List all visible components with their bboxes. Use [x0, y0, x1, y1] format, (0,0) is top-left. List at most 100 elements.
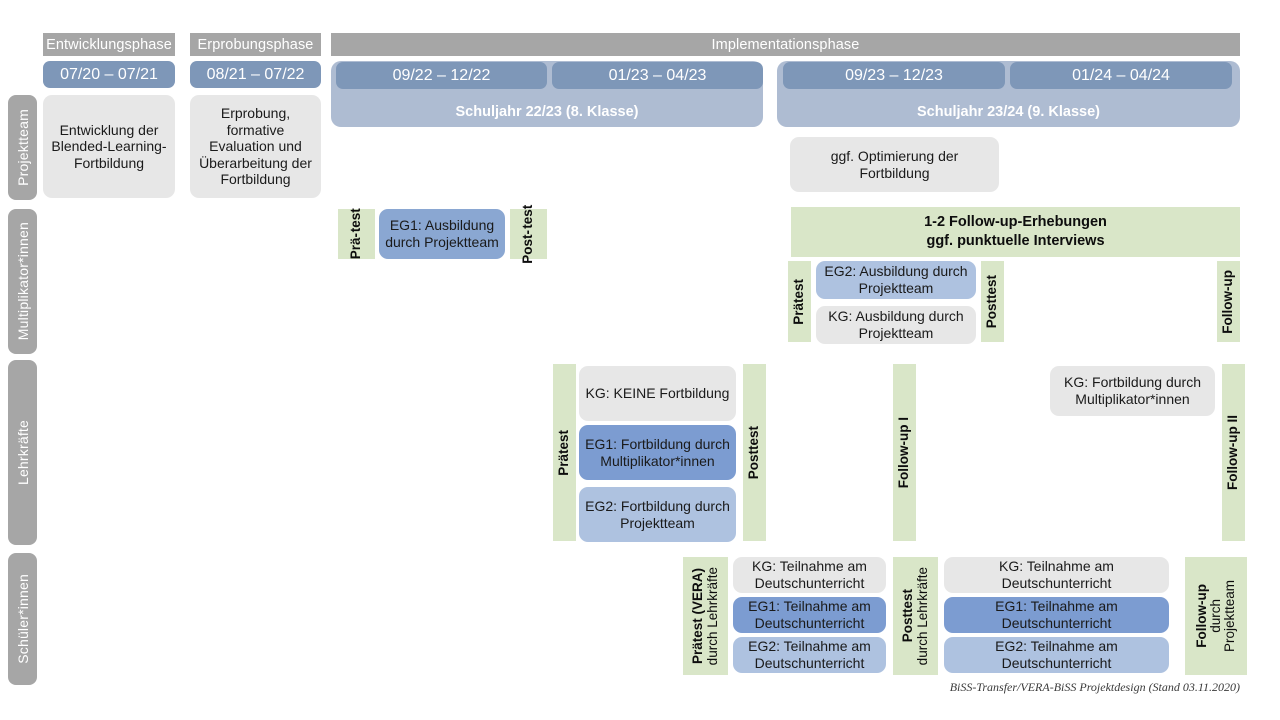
lehrkraefte-followup1-strip: Follow-up I — [893, 364, 916, 541]
card-text: KG: Fortbildung durch Multiplikator*inne… — [1064, 374, 1201, 407]
lehrkraefte-praetest-strip: Prätest — [553, 364, 576, 541]
schueler-card-eg1-b: EG1: Teilnahme am Deutschunterricht — [944, 597, 1169, 633]
multiplikator-praetest-strip: Prä- test — [338, 208, 375, 260]
projektteam-card-optimierung: ggf. Optimierung der Fortbildung — [790, 137, 999, 192]
card-text: EG1: Ausbildung durch Projektteam — [385, 217, 499, 250]
date-label: 07/20 – 07/21 — [60, 65, 158, 83]
multiplikator-card-eg2: EG2: Ausbildung durch Projektteam — [816, 261, 976, 299]
lehrkraefte-followup2-strip: Follow-up II — [1222, 364, 1245, 541]
posttest-main: Posttest — [900, 589, 916, 643]
role-band-schuelerinnen: Schüler*innen — [8, 553, 37, 685]
role-label: Projektteam — [14, 109, 31, 186]
multiplikator-posttest-strip: Post- test — [510, 205, 547, 263]
lehrkraefte-card-kg-fortbildung: KG: Fortbildung durch Multiplikator*inne… — [1050, 366, 1215, 416]
schueler-card-kg-a: KG: Teilnahme am Deutschunterricht — [733, 557, 886, 593]
multiplikator-card-kg: KG: Ausbildung durch Projektteam — [816, 306, 976, 344]
schoolyear-label: Schuljahr 22/23 (8. Klasse) — [455, 104, 639, 120]
role-label: Lehrkräfte — [14, 419, 31, 486]
date-chip-0720-0721: 07/20 – 07/21 — [43, 61, 175, 88]
schoolyear-label: Schuljahr 23/24 (9. Klasse) — [917, 104, 1100, 120]
multiplikator-followup-banner: 1-2 Follow-up-Erhebungen ggf. punktuelle… — [791, 207, 1240, 257]
schueler-card-eg2-a: EG2: Teilnahme am Deutschunterricht — [733, 637, 886, 673]
posttest-vertical-text: Posttest — [900, 589, 916, 643]
posttest-sub-text: durch Lehrkräfte — [914, 566, 930, 666]
banner-line-1: 1-2 Follow-up-Erhebungen — [924, 214, 1107, 231]
followup-main: Follow-up — [1193, 584, 1209, 648]
role-band-multiplikatorinnen: Multiplikator*innen — [8, 209, 37, 354]
schueler-card-eg2-b: EG2: Teilnahme am Deutschunterricht — [944, 637, 1169, 673]
phase-header-implementationsphase: Implementationsphase — [331, 33, 1240, 56]
followup-sub1: durch — [1207, 599, 1223, 633]
card-text: KG: Ausbildung durch Projektteam — [828, 308, 964, 341]
date-label: 09/23 – 12/23 — [845, 66, 943, 84]
phase-label: Erprobungsphase — [197, 36, 314, 53]
lehrkraefte-card-eg1: EG1: Fortbildung durch Multiplikator*inn… — [579, 425, 736, 480]
followup-sub-text-2: Projektteam — [1222, 579, 1238, 653]
posttest-line1: Post- — [520, 229, 536, 264]
date-label: 01/24 – 04/24 — [1072, 66, 1170, 84]
multiplikator-followup-strip: Follow-up — [1217, 261, 1240, 342]
date-chip-0922-1222: 09/22 – 12/22 — [336, 62, 547, 89]
praetest-sub-text: durch Lehrkräfte — [704, 566, 720, 666]
lehrkraefte-card-eg2: EG2: Fortbildung durch Projektteam — [579, 487, 736, 542]
role-band-projektteam: Projektteam — [8, 95, 37, 200]
praetest-sub: durch Lehrkräfte — [704, 566, 720, 666]
projektteam-card-entwicklung: Entwicklung der Blended-Learning-Fortbil… — [43, 95, 175, 198]
posttest-line2: test — [520, 204, 536, 229]
followup-vertical-text: Follow-up — [1193, 584, 1209, 648]
date-chip-0123-0423: 01/23 – 04/23 — [552, 62, 763, 89]
praetest-line2: test — [348, 208, 364, 233]
footer-text: BiSS-Transfer/VERA-BiSS Projektdesign (S… — [949, 680, 1240, 694]
multiplikator-praetest-strip-2: Prätest — [788, 261, 811, 342]
praetest-line1: Prä- — [348, 233, 364, 260]
lehrkraefte-posttest-strip: Posttest — [743, 364, 766, 541]
card-text: EG1: Teilnahme am Deutschunterricht — [995, 598, 1118, 631]
posttest-vertical-text: Posttest — [746, 425, 762, 480]
role-label: Schüler*innen — [14, 574, 31, 664]
praetest-main: Prätest (VERA) — [690, 567, 706, 665]
followup1-vertical-text: Follow-up I — [896, 416, 912, 489]
role-label: Multiplikator*innen — [14, 222, 31, 341]
schueler-posttest-strip: Posttest durch Lehrkräfte — [893, 557, 938, 675]
banner-line-2: ggf. punktuelle Interviews — [926, 233, 1105, 249]
phase-header-erprobungsphase: Erprobungsphase — [190, 33, 321, 56]
date-chip-0821-0722: 08/21 – 07/22 — [190, 61, 321, 88]
card-text: EG2: Ausbildung durch Projektteam — [824, 263, 968, 296]
card-text: KG: KEINE Fortbildung — [585, 385, 730, 402]
praetest-vertical-text: Prätest — [791, 278, 807, 325]
multiplikator-card-eg1: EG1: Ausbildung durch Projektteam — [379, 209, 505, 259]
posttest-sub: durch Lehrkräfte — [914, 566, 930, 666]
card-text: ggf. Optimierung der Fortbildung — [830, 147, 959, 181]
date-chip-0124-0424: 01/24 – 04/24 — [1010, 62, 1232, 89]
card-text: Erprobung, formative Evaluation und Über… — [199, 105, 312, 188]
card-text: EG2: Fortbildung durch Projektteam — [585, 497, 730, 531]
followup2-vertical-text: Follow-up II — [1225, 415, 1241, 490]
praetest-vertical-text: Prä- test — [348, 208, 364, 260]
praetest-vertical-text: Prätest (VERA) — [690, 567, 706, 665]
schueler-card-kg-b: KG: Teilnahme am Deutschunterricht — [944, 557, 1169, 593]
posttest-vertical-text: Posttest — [984, 274, 1000, 329]
schueler-praetest-strip: Prätest (VERA) durch Lehrkräfte — [683, 557, 728, 675]
date-label: 09/22 – 12/22 — [392, 66, 491, 84]
followup-vertical-text: Follow-up — [1220, 269, 1236, 334]
date-label: 01/23 – 04/23 — [608, 66, 707, 84]
posttest-vertical-text: Post- test — [520, 204, 536, 264]
followup-sub-text-1: durch — [1207, 599, 1223, 633]
phase-label: Implementationsphase — [711, 36, 860, 53]
lehrkraefte-card-kg: KG: KEINE Fortbildung — [579, 366, 736, 421]
multiplikator-posttest-strip-2: Posttest — [981, 261, 1004, 342]
date-label: 08/21 – 07/22 — [206, 65, 305, 83]
card-text: Entwicklung der Blended-Learning-Fortbil… — [51, 121, 167, 171]
role-band-lehrkraefte: Lehrkräfte — [8, 360, 37, 545]
card-text: EG1: Teilnahme am Deutschunterricht — [748, 598, 871, 631]
schueler-followup-strip: Follow-up durch Projektteam — [1185, 557, 1247, 675]
phase-label: Entwicklungsphase — [46, 36, 172, 53]
date-chip-0923-1223: 09/23 – 12/23 — [783, 62, 1005, 89]
phase-header-entwicklungsphase: Entwicklungsphase — [43, 33, 175, 56]
projektteam-card-erprobung: Erprobung, formative Evaluation und Über… — [190, 95, 321, 198]
card-text: KG: Teilnahme am Deutschunterricht — [999, 558, 1114, 591]
card-text: EG2: Teilnahme am Deutschunterricht — [995, 638, 1118, 671]
followup-sub2: Projektteam — [1222, 579, 1238, 653]
card-text: KG: Teilnahme am Deutschunterricht — [752, 558, 867, 591]
